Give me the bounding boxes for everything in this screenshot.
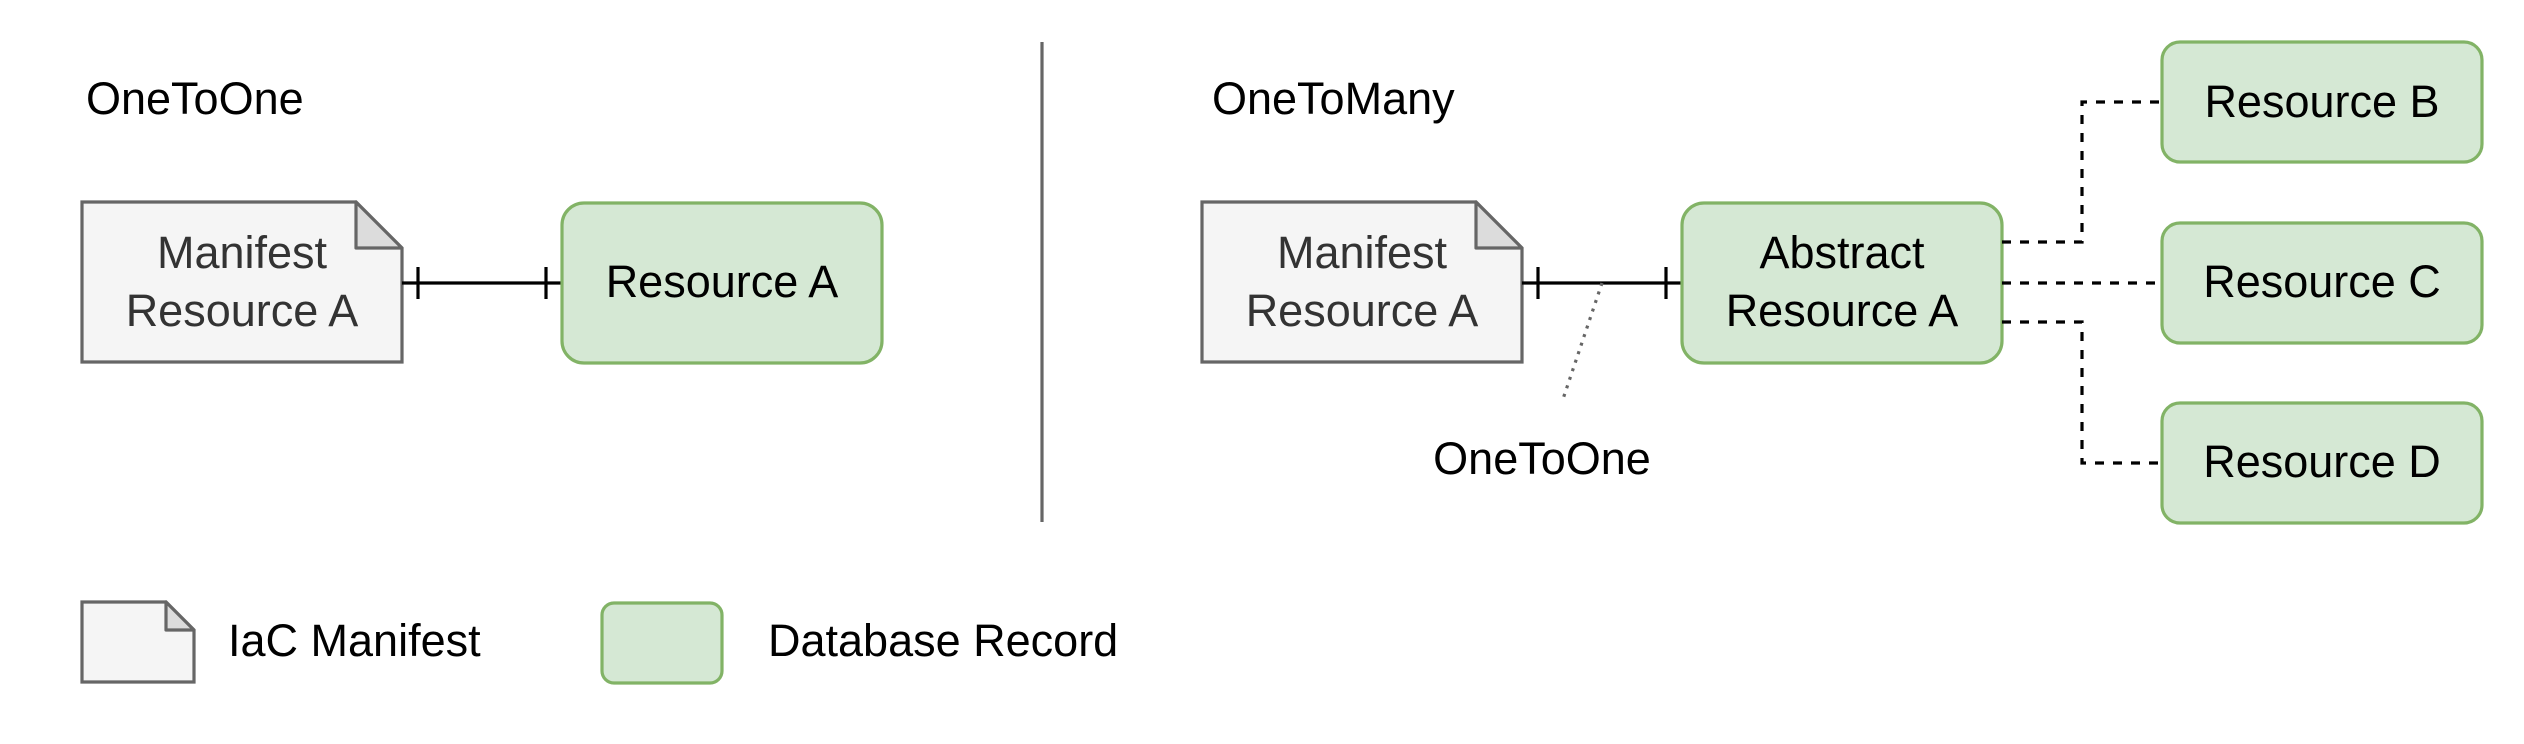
abstract-resource-a-label-line1: Abstract bbox=[1759, 227, 1925, 278]
legend-manifest-label: IaC Manifest bbox=[228, 615, 481, 666]
resource-d-label: Resource D bbox=[2203, 436, 2441, 487]
resource-c-shape bbox=[2160, 221, 2484, 345]
resource-d-node[interactable]: Resource D bbox=[2160, 401, 2484, 525]
one-to-one-relation-label: OneToOne bbox=[1433, 433, 1651, 484]
resource-b-label: Resource B bbox=[2204, 76, 2439, 127]
resource-c-node[interactable]: Resource C bbox=[2160, 221, 2484, 345]
abstract-resource-a-label-line2: Resource A bbox=[1726, 285, 1959, 336]
edge-to-resource-b bbox=[2002, 100, 2162, 244]
resource-b-node[interactable]: Resource B bbox=[2160, 40, 2484, 164]
left-manifest-node[interactable]: Manifest Resource A bbox=[80, 200, 404, 364]
resource-c-label: Resource C bbox=[2203, 256, 2441, 307]
legend-manifest-fold bbox=[164, 600, 196, 632]
resource-b-shape bbox=[2160, 40, 2484, 164]
edge-to-resource-d bbox=[2002, 320, 2162, 465]
one-to-one-section-title: OneToOne bbox=[86, 73, 304, 124]
left-one-to-one-edge bbox=[402, 267, 562, 299]
relation-label-pointer bbox=[1560, 282, 1604, 403]
left-resource-a-shape bbox=[560, 201, 884, 365]
left-resource-a-node[interactable]: Resource A bbox=[560, 201, 884, 365]
left-resource-a-label: Resource A bbox=[606, 256, 839, 307]
one-to-many-section-title: OneToMany bbox=[1212, 73, 1455, 124]
legend-record-swatch bbox=[600, 601, 724, 685]
right-manifest-label-line1: Manifest bbox=[1277, 227, 1448, 278]
abstract-resource-a-node[interactable]: Abstract Resource A bbox=[1680, 201, 2004, 365]
right-manifest-label-line2: Resource A bbox=[1246, 285, 1479, 336]
left-manifest-shape bbox=[80, 200, 404, 364]
left-manifest-fold bbox=[354, 200, 404, 250]
legend-record-label: Database Record bbox=[768, 615, 1118, 666]
right-manifest-shape bbox=[1200, 200, 1524, 364]
left-manifest-label-line1: Manifest bbox=[157, 227, 328, 278]
resource-d-shape bbox=[2160, 401, 2484, 525]
left-manifest-label-line2: Resource A bbox=[126, 285, 359, 336]
legend: IaC Manifest Database Record bbox=[80, 600, 1118, 685]
legend-manifest-swatch bbox=[80, 600, 196, 684]
right-manifest-fold bbox=[1474, 200, 1524, 250]
right-manifest-node[interactable]: Manifest Resource A bbox=[1200, 200, 1524, 364]
